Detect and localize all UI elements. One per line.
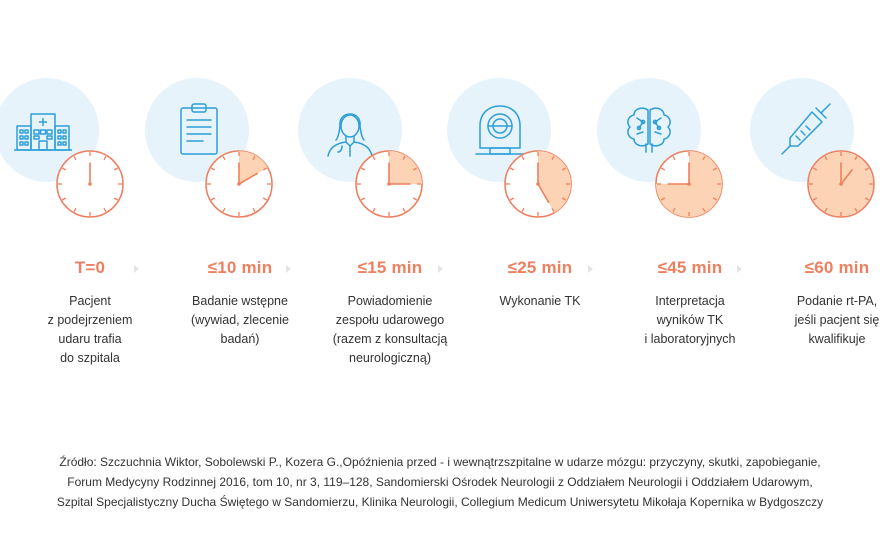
step-time: T=0	[74, 258, 106, 277]
clock-icon	[355, 150, 423, 218]
ct-scanner-icon	[475, 105, 525, 155]
clock-icon	[205, 150, 273, 218]
source-line: Szpital Specjalistyczny Ducha Świętego w…	[56, 495, 824, 509]
separator-arrow	[737, 265, 742, 273]
clock-hand	[840, 169, 853, 185]
source-line: Źródło: Szczuchnia Wiktor, Sobolewski P.…	[59, 455, 821, 469]
source-line: Forum Medycyny Rodzinnej 2016, tom 10, n…	[67, 475, 813, 489]
step-time: ≤15 min	[357, 258, 423, 277]
clock-hand	[537, 183, 550, 203]
clock-icon	[807, 150, 875, 218]
hospital-icon	[14, 113, 72, 151]
clipboard-icon	[180, 103, 218, 155]
separator-arrow	[438, 265, 443, 273]
step-description: Pacjent z podejrzeniem udaru trafia do s…	[47, 294, 133, 365]
step-time: ≤25 min	[507, 258, 573, 277]
brain-icon	[627, 107, 671, 153]
clock-hand	[238, 172, 258, 185]
separator-arrow	[588, 265, 593, 273]
step-time: ≤10 min	[207, 258, 273, 277]
step-description: Wykonanie TK	[499, 294, 581, 308]
clock-icon	[56, 150, 124, 218]
step-description: Podanie rt-PA, jeśli pacjent się kwalifi…	[794, 294, 880, 346]
nurse-icon	[327, 113, 373, 157]
clock-icon	[504, 150, 572, 218]
elapsed-wedge	[389, 151, 422, 184]
source-citation: Źródło: Szczuchnia Wiktor, Sobolewski P.…	[20, 452, 860, 512]
elapsed-wedge	[239, 151, 268, 184]
clock-icon	[655, 150, 723, 218]
syringe-icon	[781, 103, 831, 155]
step-time: ≤60 min	[804, 258, 870, 277]
step-description: Badanie wstępne (wywiad, zlecenie badań)	[191, 294, 289, 346]
step-time: ≤45 min	[657, 258, 723, 277]
step-description: Interpretacja wyników TK i laboratoryjny…	[644, 294, 736, 346]
separator-arrow	[134, 265, 139, 273]
step-description: Powiadomienie zespołu udarowego (razem z…	[332, 294, 448, 365]
separator-arrow	[286, 265, 291, 273]
